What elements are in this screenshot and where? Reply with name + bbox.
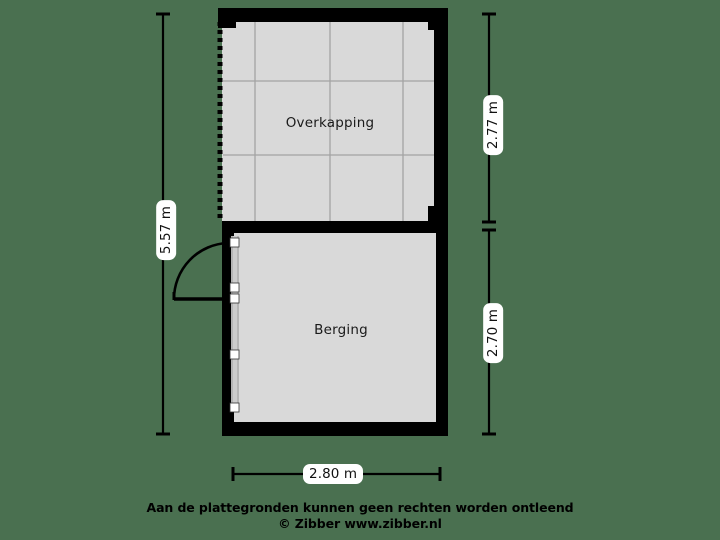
wall-overkapping-top <box>218 8 448 22</box>
footer-line-disclaimer: Aan de plattegronden kunnen geen rechten… <box>146 500 574 515</box>
hinge-block <box>229 237 240 248</box>
dimension-label-bottom: 2.80 m <box>303 464 364 485</box>
wall-nib-overkapping-topright <box>428 8 448 30</box>
dimension-label-left: 5.57 m <box>156 200 177 261</box>
room-label-overkapping: Overkapping <box>285 115 375 131</box>
room-fill-berging <box>230 232 438 422</box>
room-label-berging: Berging <box>314 322 368 338</box>
door-swing-arc <box>172 241 229 300</box>
dimension-label-right-bottom: 2.70 m <box>483 303 504 364</box>
hinge-block <box>229 282 240 293</box>
wall-berging-right <box>436 221 448 436</box>
window-panel-berging <box>229 236 240 413</box>
wall-divider <box>222 221 448 233</box>
dimension-label-right-top: 2.77 m <box>483 95 504 156</box>
overkapping-grid <box>223 20 437 221</box>
footer-disclaimer: Aan de plattegronden kunnen geen rechten… <box>0 500 720 532</box>
hinge-block <box>229 349 240 360</box>
wall-overkapping-right <box>434 8 448 228</box>
hinge-block <box>229 293 240 304</box>
footer-line-copyright: © Zibber www.zibber.nl <box>278 516 442 531</box>
hinge-block <box>229 402 240 413</box>
wall-berging-bottom <box>222 422 448 436</box>
swing-door-berging <box>172 241 229 301</box>
